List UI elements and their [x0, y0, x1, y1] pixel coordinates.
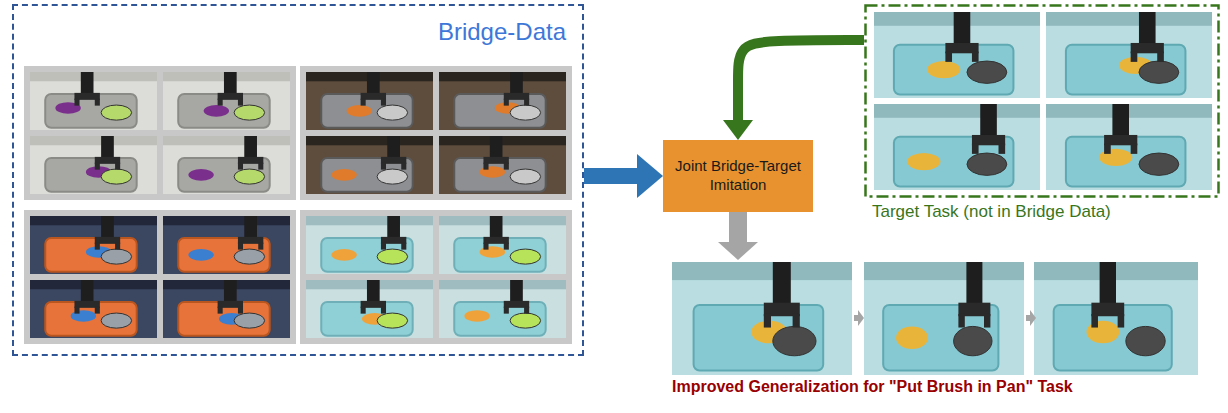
scene-photo: [30, 136, 157, 194]
node-label: Bridge-Data: [438, 18, 566, 46]
scene-photo: [306, 280, 433, 338]
scene-photo: [874, 104, 1040, 190]
photo-group: [24, 210, 296, 344]
target-photos: [874, 12, 1212, 190]
dataset-region: Bridge-Data: [12, 4, 584, 356]
scene-photo: [30, 216, 157, 274]
photo-group: [300, 210, 572, 344]
scene-photo: [439, 136, 566, 194]
scene-photo: [306, 136, 433, 194]
scene-photo: [30, 280, 157, 338]
scene-photo: [439, 280, 566, 338]
scene-photo: [306, 72, 433, 130]
feedback-arrow: [738, 40, 864, 120]
scene-photo: [439, 216, 566, 274]
flow-arrow: [584, 168, 637, 184]
scene-photo: [163, 216, 290, 274]
node-label: Improved Generalization for "Put Brush i…: [670, 378, 1075, 396]
photo-group: [24, 66, 296, 200]
scene-photo: [163, 136, 290, 194]
scene-photo: [672, 262, 852, 375]
output-arrow: [729, 212, 747, 242]
node-label: Joint Bridge-Target Imitation: [671, 157, 805, 195]
scene-photo: [439, 72, 566, 130]
scene-photo: [1034, 262, 1198, 375]
result-sequence: Improved Generalization for "Put Brush i…: [668, 260, 1220, 410]
process-box: Joint Bridge-Target Imitation: [663, 140, 813, 212]
scene-photo: [163, 280, 290, 338]
scene-photo: [1046, 12, 1212, 98]
scene-photo: [30, 72, 157, 130]
scene-photo: [306, 216, 433, 274]
sequence-arrow: [854, 310, 864, 326]
target-task-region: Target Task (not in Bridge Data): [864, 4, 1220, 230]
scene-photo: [163, 72, 290, 130]
dash-dot-frame: [864, 4, 1220, 198]
sequence-arrow: [1026, 310, 1036, 326]
scene-photo: [864, 262, 1024, 375]
node-label: Target Task (not in Bridge Data): [870, 202, 1113, 222]
photo-group: [300, 66, 572, 200]
scene-photo: [874, 12, 1040, 98]
scene-photo: [1046, 104, 1212, 190]
rollout-frames: [672, 262, 1198, 375]
